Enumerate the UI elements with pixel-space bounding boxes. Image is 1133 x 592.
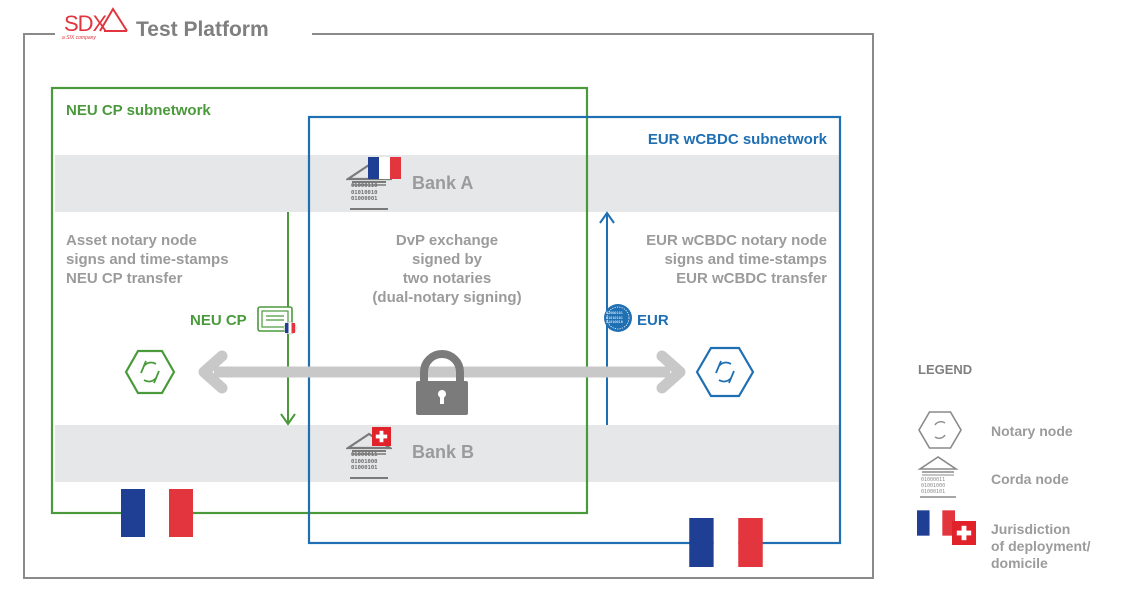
- eur-notary-description: EUR wCBDC notary node signs and time-sta…: [646, 232, 827, 287]
- sdx-logo-icon: [99, 7, 128, 32]
- legend-corda-node-icon: [917, 456, 959, 498]
- legend-notary-node-icon: [918, 411, 962, 449]
- bank-a-label: Bank A: [412, 173, 474, 193]
- neu-notary-node-icon: [124, 349, 176, 395]
- bank-a-flag-icon: [368, 157, 401, 179]
- neu-subnetwork-box: [50, 86, 589, 515]
- legend-title: LEGEND: [918, 362, 973, 377]
- eur-coin-text: 01000101 01010101 01010010: [606, 311, 623, 324]
- eur-subnetwork-box: [307, 115, 842, 545]
- bank-b-swiss-flag-icon: [372, 427, 391, 446]
- legend-swiss-flag-icon: [952, 521, 976, 545]
- bank-b-band: [55, 425, 840, 482]
- dvp-description: DvP exchange signed by two notaries (dua…: [372, 232, 522, 306]
- sdx-logo-text: SDX: [64, 11, 107, 36]
- legend-corda-label: Corda node: [991, 471, 1069, 487]
- euro-coin-icon: [604, 304, 632, 332]
- certificate-icon: [257, 306, 297, 335]
- eur-subnetwork-label: EUR wCBDC subnetwork: [647, 131, 827, 148]
- legend-france-flag-icon: [917, 510, 955, 536]
- legend-corda-binary: 01000011 01001000 01000101: [921, 477, 946, 495]
- neu-subnetwork-label: NEU CP subnetwork: [66, 102, 211, 119]
- exchange-double-arrow: [198, 350, 686, 394]
- eur-notary-node-icon: [695, 346, 755, 398]
- sdx-logo-subtext: a SIX company: [62, 35, 96, 41]
- neu-jurisdiction-flag-icon: [121, 489, 193, 537]
- bank-a-band: [55, 155, 840, 212]
- eur-jurisdiction-flag-icon: [689, 518, 763, 567]
- padlock-icon: [416, 350, 468, 415]
- legend-jurisdiction-label: Jurisdiction of deployment/ domicile: [991, 521, 1091, 571]
- neu-cp-asset-label: NEU CP: [190, 312, 247, 329]
- bank-a-binary: 01000110 01010010 01000001: [351, 183, 378, 202]
- platform-frame: [23, 33, 874, 579]
- neu-notary-description: Asset notary node signs and time-stamps …: [66, 232, 229, 287]
- bank-b-label: Bank B: [412, 442, 475, 462]
- bank-b-binary: 01000011 01001000 01000101: [351, 452, 378, 471]
- eur-asset-label: EUR: [637, 312, 669, 329]
- legend-notary-label: Notary node: [991, 423, 1073, 439]
- platform-title: Test Platform: [136, 18, 269, 41]
